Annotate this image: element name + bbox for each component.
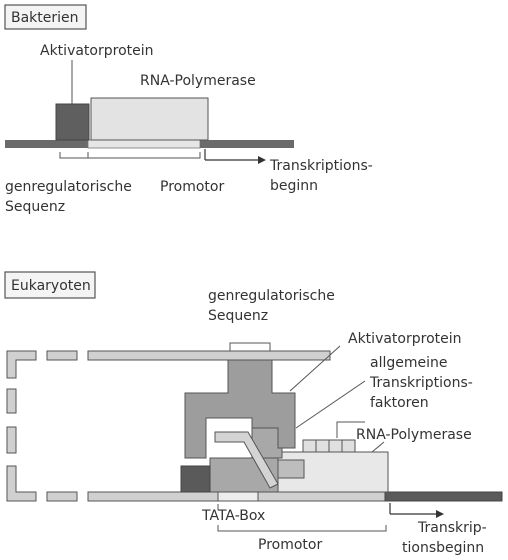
bacteria-rna-polymerase [90, 97, 209, 141]
eukaryotes-dna-lower-mid [257, 491, 386, 502]
eukaryotes-start-label-line1: Transkrip- [417, 520, 487, 536]
eukaryotes-section-label: Eukaryoten [11, 278, 91, 294]
eukaryotes-gtf-small [277, 459, 305, 479]
eukaryotes-tata-label: TATA-Box [201, 508, 265, 524]
eukaryotes-mediator [214, 431, 279, 489]
eukaryotes-factor-square-1 [302, 439, 317, 453]
eukaryotes-promoter-bracket [217, 525, 387, 532]
eukaryotes-activator-leader [289, 345, 341, 392]
bacteria-dna-promoter [87, 139, 201, 149]
eukaryotes-factors-leader-2 [336, 421, 365, 438]
eukaryotes-dna-loop-dash-1 [6, 388, 17, 414]
eukaryotes-regulatory-label-line1: genregulatorische [208, 288, 335, 304]
bacteria-dna-right [200, 140, 294, 148]
bacteria-regulatory-label-line2: Sequenz [5, 199, 65, 215]
eukaryotes-factor-square-4 [341, 439, 356, 453]
eukaryotes-dna-loop-corner-top [6, 350, 37, 379]
eukaryotes-start-label-line2: tionsbeginn [402, 540, 484, 556]
eukaryotes-promoter-label: Promotor [258, 537, 322, 553]
bacteria-start-label-line2: beginn [270, 178, 318, 194]
eukaryotes-regulatory-label-line2: Sequenz [208, 308, 268, 324]
eukaryotes-factors-leader [295, 380, 366, 429]
bacteria-section-label: Bakterien [11, 10, 79, 26]
eukaryotes-polymerase-leader [371, 441, 385, 453]
bacteria-start-arrow-head [258, 156, 266, 164]
bacteria-dna-left [5, 140, 88, 148]
eukaryotes-activator-label: Aktivatorprotein [348, 331, 462, 347]
eukaryotes-dna-lower-left [87, 491, 219, 502]
bacteria-start-label-line1: Transkriptions- [269, 158, 373, 174]
eukaryotes-factors-label-line3: faktoren [370, 395, 429, 411]
eukaryotes-dna-upper [87, 350, 331, 361]
eukaryotes-dna-loop-dash-2 [6, 426, 17, 454]
bacteria-regulatory-bracket [59, 152, 89, 159]
bacteria-section: Bakterien Aktivatorprotein RNA-Polymeras… [4, 4, 373, 215]
eukaryotes-activator-protein [184, 359, 296, 459]
eukaryotes-gtf-dark [180, 465, 211, 493]
eukaryotes-dna-tata-box [217, 491, 259, 502]
bacteria-promoter-label: Promotor [160, 179, 224, 195]
eukaryotes-factor-square-2 [315, 439, 330, 453]
eukaryotes-factor-square-3 [328, 439, 343, 453]
bacteria-section-box [4, 4, 87, 30]
bacteria-activator-protein [55, 103, 90, 141]
eukaryotes-regulatory-bracket [229, 342, 271, 352]
eukaryotes-section-box [4, 271, 96, 299]
eukaryotes-dna-lower-right [384, 491, 503, 502]
eukaryotes-section: Eukaryoten genregulatorische Sequenz [4, 271, 503, 556]
bacteria-polymerase-label: RNA-Polymerase [140, 73, 256, 89]
eukaryotes-factors-label-line1: allgemeine [370, 355, 448, 371]
eukaryotes-polymerase-label: RNA-Polymerase [356, 427, 472, 443]
eukaryotes-factors-label-line2: Transkriptions- [369, 375, 473, 391]
eukaryotes-dna-loop-corner-bottom [6, 465, 37, 502]
bacteria-promoter-bracket [87, 152, 201, 159]
eukaryotes-dna-upper-dash [46, 350, 78, 361]
eukaryotes-start-arrow-head [436, 510, 444, 518]
eukaryotes-dna-lower-dash [46, 491, 78, 502]
bacteria-regulatory-label-line1: genregulatorische [5, 179, 132, 195]
bacteria-activator-label: Aktivatorprotein [40, 43, 154, 59]
